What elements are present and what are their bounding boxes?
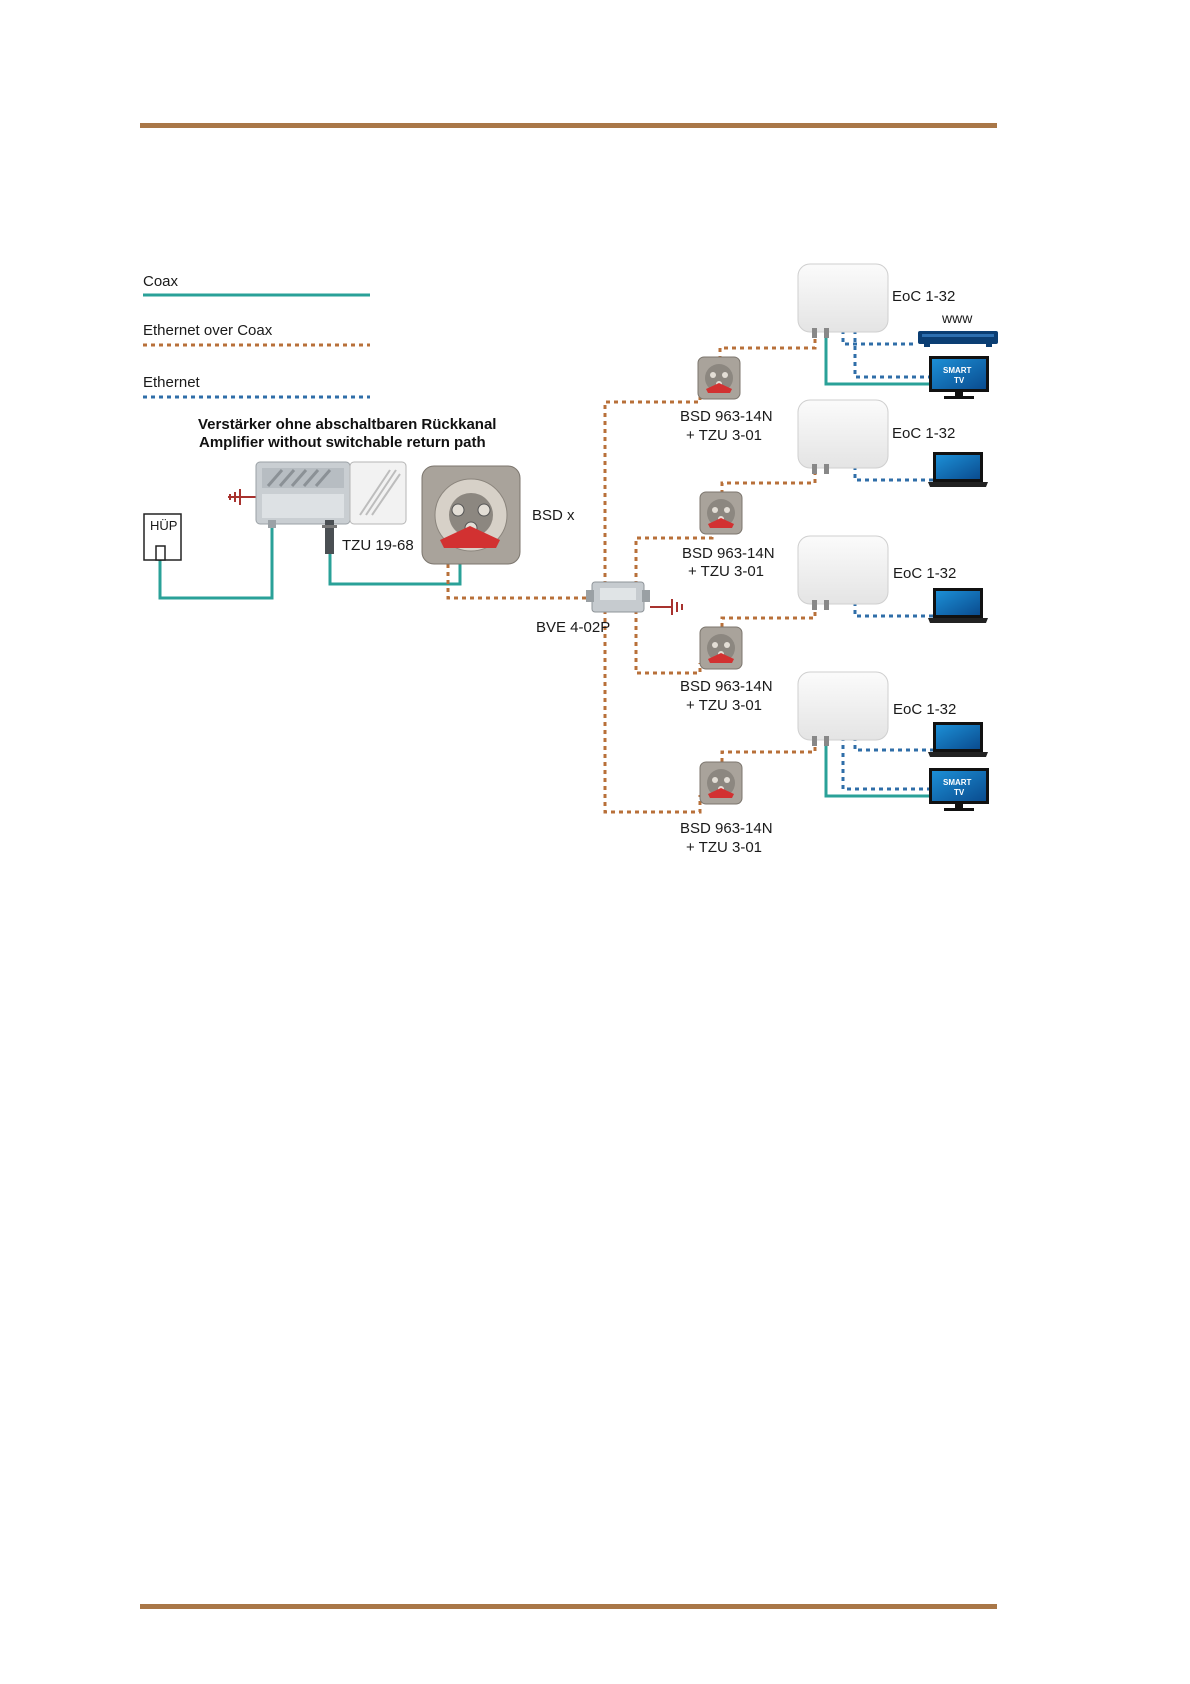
coax-unit4-smarttv [826,737,929,796]
hup-box: HÜP [144,514,181,560]
outlet-1-adapter: + TZU 3-01 [686,427,762,444]
hup-label: HÜP [150,518,177,533]
laptop-icon-2 [928,588,988,623]
smart-tv-2-line1: SMART [943,778,972,787]
outlet-4-model: BSD 963-14N [680,820,773,837]
eoc-outlet4-unit4 [722,737,815,762]
smart-tv-2-line2: TV [954,788,965,797]
outlet-1 [698,357,740,399]
eoc-outlet2-unit2 [722,466,815,494]
eoc-unit-1 [798,264,888,338]
outlet-1-model: BSD 963-14N [680,408,773,425]
outlet-2 [700,492,742,534]
smart-tv-1-line2: TV [954,376,965,385]
eth-unit4-smarttv [843,737,929,789]
bsd-x-label: BSD x [532,507,575,524]
eoc-unit-3 [798,536,888,610]
outlet-2-model: BSD 963-14N [682,545,775,562]
laptop-icon-1 [928,452,988,487]
eoc-unit-3-label: EoC 1-32 [893,565,956,582]
ground-symbol-splitter [650,599,682,615]
bsd-x-outlet [422,466,520,564]
set-top-box-icon [918,331,998,347]
eoc-unit-1-label: EoC 1-32 [892,288,955,305]
eoc-branch-3 [636,610,700,673]
amplifier-title-en: Amplifier without switchable return path [199,434,486,451]
amplifier-title-de: Verstärker ohne abschaltbaren Rückkanal [198,416,496,433]
smart-tv-icon-1: SMART TV [929,356,989,399]
smart-tv-1-line1: SMART [943,366,972,375]
outlet-4 [700,762,742,804]
ground-symbol-amplifier [228,489,256,505]
laptop-icon-3 [928,722,988,757]
splitter-device [586,582,650,612]
splitter-label: BVE 4-02P [536,619,610,636]
legend-eoc-label: Ethernet over Coax [143,322,273,339]
legend-coax-label: Coax [143,273,179,290]
eoc-unit-2-label: EoC 1-32 [892,425,955,442]
smart-tv-icon-2: SMART TV [929,768,989,811]
outlet-3-adapter: + TZU 3-01 [686,697,762,714]
eoc-outlet3-unit3 [722,602,815,627]
www-label: www [941,310,973,326]
outlet-4-adapter: + TZU 3-01 [686,839,762,856]
eth-unit1-smarttv [855,330,929,377]
tzu-19-68-label: TZU 19-68 [342,537,414,554]
eoc-unit-4 [798,672,888,746]
eoc-unit-4-label: EoC 1-32 [893,701,956,718]
legend: Coax Ethernet over Coax Ethernet [143,273,370,397]
legend-ethernet-label: Ethernet [143,374,201,391]
outlet-3 [700,627,742,669]
outlet-3-model: BSD 963-14N [680,678,773,695]
eoc-unit-2 [798,400,888,474]
outlet-2-adapter: + TZU 3-01 [688,563,764,580]
eoc-outlet1-unit1 [720,330,815,360]
